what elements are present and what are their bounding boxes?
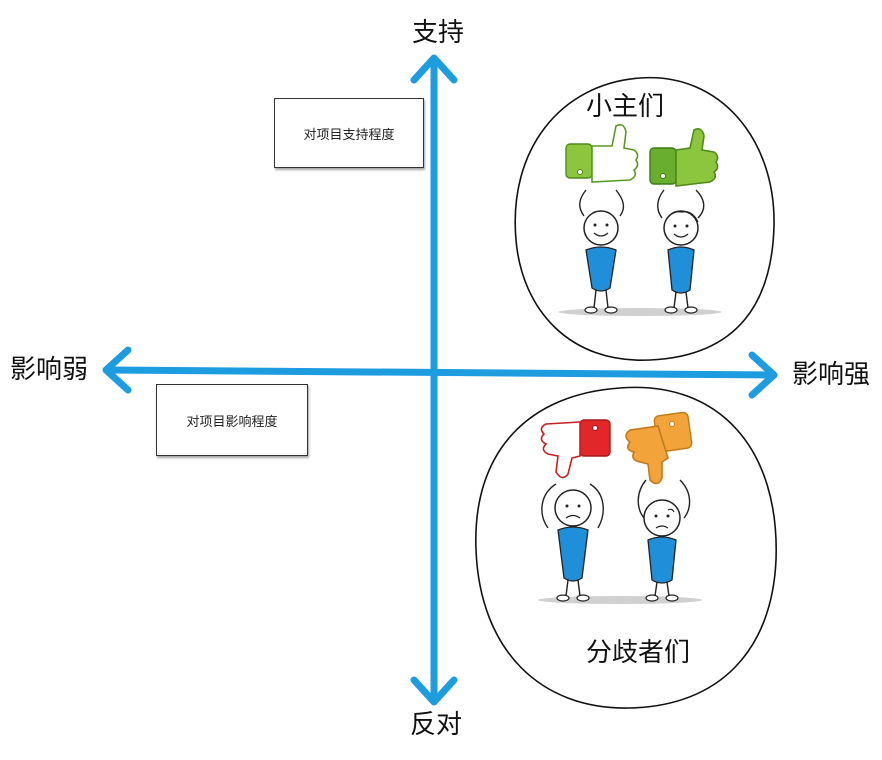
axis-label-top: 支持	[412, 18, 465, 48]
axis-label-left: 影响弱	[10, 355, 89, 385]
thumbs-down-icon	[625, 411, 693, 485]
note-support-degree: 对项目支持程度	[274, 98, 424, 168]
axis-label-bottom: 反对	[410, 710, 463, 740]
thumbs-down-icon	[540, 419, 611, 479]
dissenter-figure-2	[637, 479, 691, 602]
supporter-figure-2	[657, 189, 705, 314]
thumbs-up-icon	[565, 124, 639, 183]
axis-label-right: 影响强	[792, 360, 871, 390]
supporters-circle	[514, 76, 775, 361]
dissenter-figure-1	[541, 483, 604, 602]
vertical-axis	[410, 54, 458, 706]
group-label-dissenters: 分歧者们	[586, 638, 691, 668]
group-label-supporters: 小主们	[586, 92, 665, 122]
thumbs-up-icon	[649, 128, 719, 187]
dissenters-circle	[475, 386, 777, 709]
ground-shadow-top	[558, 308, 722, 316]
note-influence-degree: 对项目影响程度	[156, 384, 308, 456]
horizontal-axis	[102, 346, 778, 399]
supporter-figure-1	[579, 189, 625, 314]
